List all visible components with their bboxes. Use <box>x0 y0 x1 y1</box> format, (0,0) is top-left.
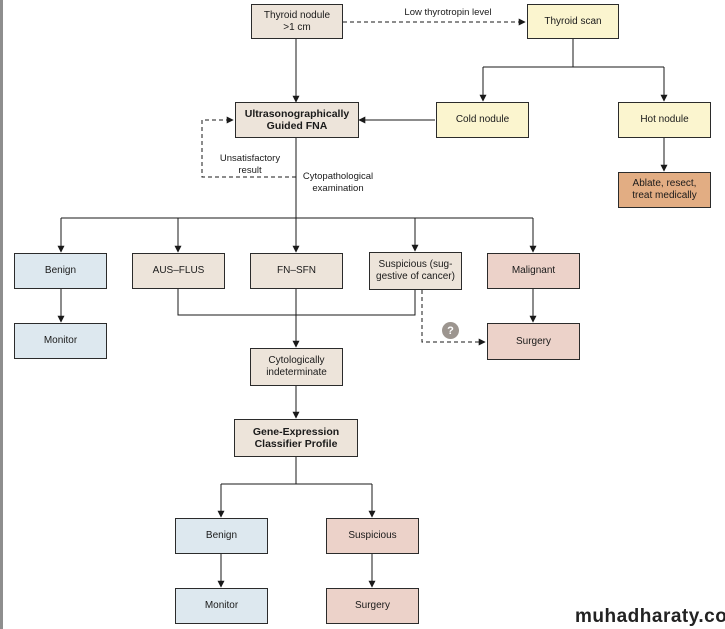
gec-surgery-box: Surgery <box>326 588 419 624</box>
cold-nodule-box: Cold nodule <box>436 102 529 138</box>
thyroid-nodule-box: Thyroid nodule >1 cm <box>251 4 343 39</box>
suspicious-box: Suspicious (sug- gestive of cancer) <box>369 252 462 290</box>
watermark-text: muhadharaty.com <box>575 606 725 627</box>
aus-flus-box: AUS–FLUS <box>132 253 225 289</box>
gec-suspicious-box: Suspicious <box>326 518 419 554</box>
malignant-box: Malignant <box>487 253 580 289</box>
indeterminate-box: Cytologically indeterminate <box>250 348 343 386</box>
monitor-box: Monitor <box>14 323 107 359</box>
suspicious-to-surgery-arrow <box>421 290 486 346</box>
unsatisfactory-loop <box>201 116 296 178</box>
left-border <box>0 0 3 629</box>
question-badge: ? <box>442 322 459 339</box>
hot-nodule-box: Hot nodule <box>618 102 711 138</box>
gec-box: Gene-Expression Classifier Profile <box>234 419 358 457</box>
fn-sfn-box: FN–SFN <box>250 253 343 289</box>
cytopath-label: Cytopathological examination <box>302 171 374 194</box>
benign-box: Benign <box>14 253 107 289</box>
unsatisfactory-label: Unsatisfactory result <box>219 153 281 176</box>
gec-monitor-box: Monitor <box>175 588 268 624</box>
low-tsh-label: Low thyrotropin level <box>404 7 492 18</box>
gec-benign-box: Benign <box>175 518 268 554</box>
surgery-box: Surgery <box>487 323 580 360</box>
ablate-box: Ablate, resect, treat medically <box>618 172 711 208</box>
fna-box: Ultrasonographically Guided FNA <box>235 102 359 138</box>
thyroid-scan-box: Thyroid scan <box>527 4 619 39</box>
